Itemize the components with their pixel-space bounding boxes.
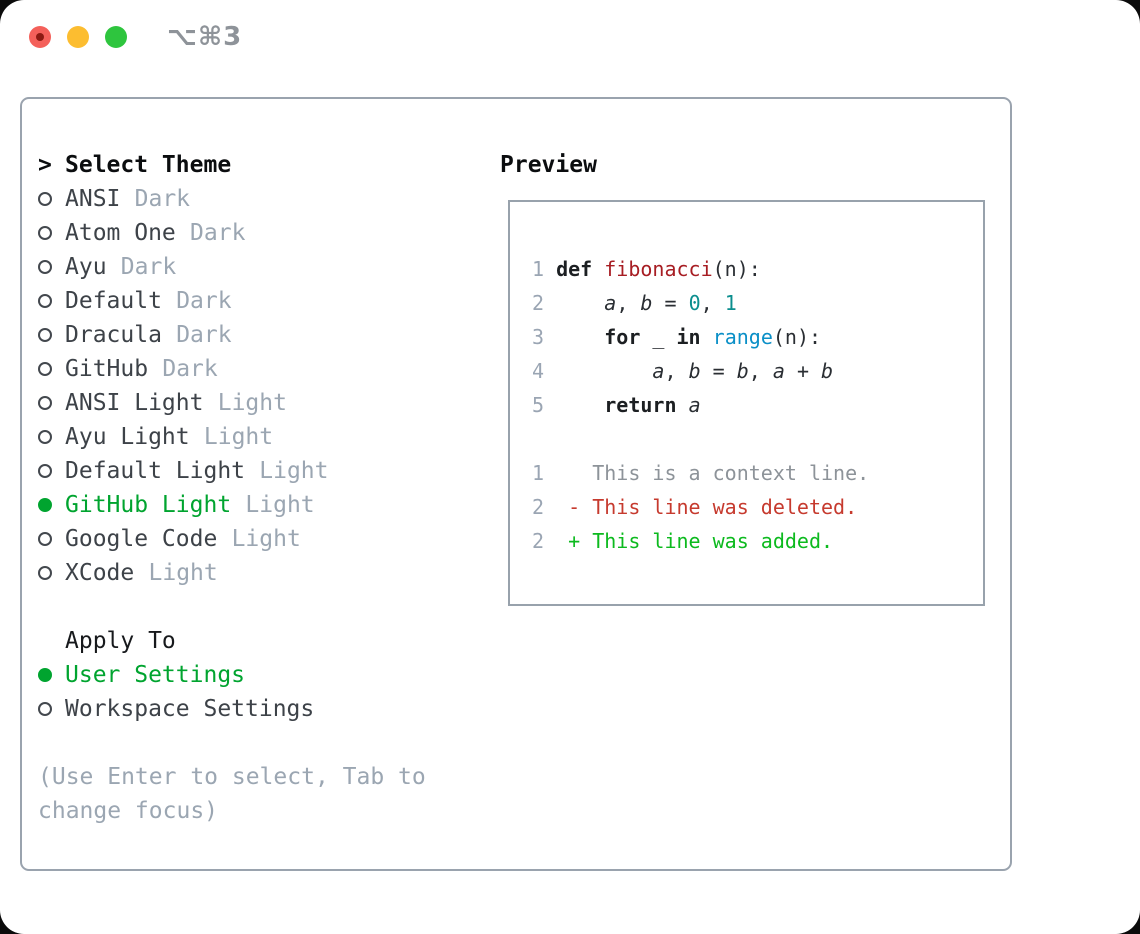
code-line: 5 return a <box>532 393 701 417</box>
variant-label: Dark <box>176 322 232 348</box>
theme-option-github-light[interactable]: GitHub Light Light <box>38 488 426 522</box>
option-label: Ayu <box>65 254 107 280</box>
option-label: GitHub <box>65 356 149 382</box>
minimize-button[interactable] <box>67 26 89 48</box>
apply-option-workspace-settings[interactable]: Workspace Settings <box>38 692 426 726</box>
code-line: 2 + This line was added. <box>532 529 834 553</box>
variant-label: Light <box>217 390 287 416</box>
spacer <box>38 590 426 624</box>
preview-code: 1 def fibonacci(n): 2 a, b = 0, 1 3 for _ … <box>532 252 869 558</box>
apply-option-user-settings[interactable]: User Settings <box>38 658 426 692</box>
radio-unselected-icon <box>38 362 52 376</box>
theme-option-xcode[interactable]: XCode Light <box>38 556 426 590</box>
variant-label: Light <box>259 458 329 484</box>
option-label: Ayu Light <box>65 424 190 450</box>
radio-selected-icon <box>38 668 52 682</box>
radio-unselected-icon <box>38 430 52 444</box>
variant-label: Dark <box>176 288 232 314</box>
code-line: 3 for _ in range(n): <box>532 325 822 349</box>
apply-to-title: Apply To <box>65 628 176 654</box>
close-button[interactable] <box>29 26 51 48</box>
option-label: Dracula <box>65 322 162 348</box>
option-label: Workspace Settings <box>65 696 315 722</box>
variant-label: Light <box>245 492 315 518</box>
variant-label: Dark <box>120 254 177 280</box>
variant-label: Dark <box>134 186 191 212</box>
theme-option-ansi-light[interactable]: ANSI Light Light <box>38 386 426 420</box>
code-line: 1 def fibonacci(n): <box>532 257 761 281</box>
code-line <box>532 422 869 456</box>
select-theme-title: Select Theme <box>65 152 232 178</box>
code-line: 2 - This line was deleted. <box>532 495 858 519</box>
help-text-line-1: (Use Enter to select, Tab to <box>38 764 426 790</box>
radio-unselected-icon <box>38 532 52 546</box>
variant-label: Dark <box>162 356 218 382</box>
radio-unselected-icon <box>38 226 52 240</box>
help-text-line-2: change focus) <box>38 798 219 824</box>
spacer <box>38 726 426 760</box>
variant-label: Light <box>148 560 218 586</box>
theme-option-google-code[interactable]: Google Code Light <box>38 522 426 556</box>
radio-unselected-icon <box>38 294 52 308</box>
select-theme-header: > Select Theme <box>38 148 426 182</box>
preview-box: 1 def fibonacci(n): 2 a, b = 0, 1 3 for _ … <box>508 200 985 606</box>
option-label: Default <box>65 288 162 314</box>
titlebar: ⌥⌘3 <box>0 0 1140 74</box>
option-label: Google Code <box>65 526 218 552</box>
window-title: ⌥⌘3 <box>167 22 243 52</box>
radio-unselected-icon <box>38 328 52 342</box>
option-label: XCode <box>65 560 135 586</box>
radio-unselected-icon <box>38 464 52 478</box>
variant-label: Light <box>231 526 301 552</box>
option-label: ANSI <box>65 186 121 212</box>
code-line: 2 a, b = 0, 1 <box>532 291 737 315</box>
apply-to-header: Apply To <box>38 624 426 658</box>
radio-unselected-icon <box>38 260 52 274</box>
theme-option-default-light[interactable]: Default Light Light <box>38 454 426 488</box>
code-line: 1 This is a context line. <box>532 461 870 485</box>
theme-option-ayu[interactable]: Ayu Dark <box>38 250 426 284</box>
radio-selected-icon <box>38 498 52 512</box>
variant-label: Light <box>203 424 274 450</box>
option-label: Atom One <box>65 220 176 246</box>
option-label: GitHub Light <box>65 492 232 518</box>
theme-option-atom-one[interactable]: Atom One Dark <box>38 216 426 250</box>
radio-unselected-icon <box>38 192 52 206</box>
theme-option-dracula[interactable]: Dracula Dark <box>38 318 426 352</box>
preview-title: Preview <box>500 152 597 178</box>
code-line: 4 a, b = b, a + b <box>532 359 834 383</box>
option-label: Default Light <box>65 458 246 484</box>
radio-unselected-icon <box>38 702 52 716</box>
variant-label: Dark <box>190 220 246 246</box>
theme-option-default[interactable]: Default Dark <box>38 284 426 318</box>
theme-option-ayu-light[interactable]: Ayu Light Light <box>38 420 426 454</box>
theme-option-ansi[interactable]: ANSI Dark <box>38 182 426 216</box>
theme-option-github[interactable]: GitHub Dark <box>38 352 426 386</box>
radio-unselected-icon <box>38 566 52 580</box>
zoom-button[interactable] <box>105 26 127 48</box>
radio-unselected-icon <box>38 396 52 410</box>
option-label: ANSI Light <box>65 390 204 416</box>
option-label: User Settings <box>65 662 246 688</box>
prompt-icon: > <box>38 152 52 178</box>
